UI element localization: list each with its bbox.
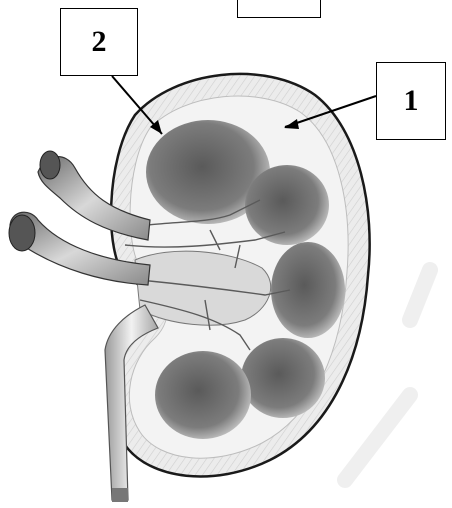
label-box-2: 2 [60, 8, 138, 76]
renal-pyramid [245, 165, 329, 245]
ureter-end [112, 488, 128, 502]
label-2-text: 2 [92, 25, 107, 59]
label-1-text: 1 [404, 84, 419, 118]
label-box-top [237, 0, 321, 18]
label-box-1: 1 [376, 62, 446, 140]
vein-opening [40, 151, 60, 179]
renal-pyramid [155, 351, 251, 439]
renal-pyramid [271, 242, 345, 338]
artery-opening [9, 215, 35, 251]
renal-pyramid [241, 338, 325, 418]
renal-pelvis [135, 251, 271, 325]
